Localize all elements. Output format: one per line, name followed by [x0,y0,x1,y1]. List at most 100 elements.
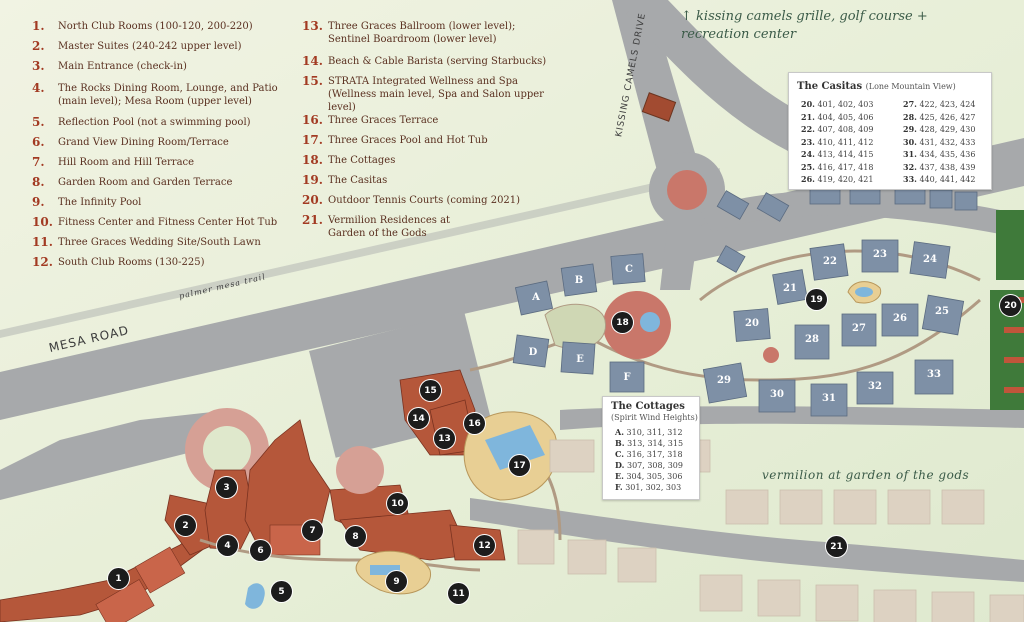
legend-item: 12.South Club Rooms (130-225) [32,256,302,269]
casita-rooms: 425, 426, 427 [919,112,976,122]
casita-row: 26. 419, 420, 421 [801,174,873,184]
legend-item: 2.Master Suites (240-242 upper level) [32,40,302,53]
casita-number: 26. [801,174,815,184]
casita-label-31: 31 [822,393,836,404]
casita-row: 31. 434, 435, 436 [903,149,975,159]
casita-label-26: 26 [893,313,907,324]
cottage-row: D. 307, 308, 309 [615,460,683,470]
legend-number: 5. [32,115,45,129]
casita-label-29: 29 [717,375,731,386]
legend-text: Three Graces Wedding Site/South Lawn [58,236,261,249]
palmer-trail [0,168,720,338]
casita-label-32: 32 [868,381,882,392]
legend-item: 15.STRATA Integrated Wellness and Spa(We… [302,75,572,114]
kissing-camels-drive [612,0,700,182]
legend-text-line: Three Graces Terrace [328,115,439,126]
marker-14[interactable]: 14 [408,408,429,429]
casita-rooms: 440, 441, 442 [919,175,976,184]
cottage-letter: E. [615,471,624,481]
legend-text: Fitness Center and Fitness Center Hot Tu… [58,216,277,229]
marker-20[interactable]: 20 [1000,295,1021,316]
infinity-pool [370,565,400,575]
entrance-circle-inner [203,426,251,474]
legend-text: The Casitas [328,174,387,187]
casita-number: 30. [903,136,917,147]
west-parking [0,410,230,500]
casita-rooms: 404, 405, 406 [817,112,874,122]
legend-text-line: The Infinity Pool [58,197,142,208]
legend-text-line: Hill Room and Hill Terrace [58,157,195,168]
legend-text: The Infinity Pool [58,196,141,209]
legend-item: 10.Fitness Center and Fitness Center Hot… [32,216,302,229]
legend-text-line: Main Entrance (check-in) [58,61,187,72]
legend-number: 18. [302,153,323,167]
cottage-row: A. 310, 311, 312 [615,427,683,437]
legend-text-line: Grand View Dining Room/Terrace [58,137,229,148]
legend-text-line: (Wellness main level, Spa and Salon uppe… [328,89,544,113]
marker-12[interactable]: 12 [474,535,495,556]
legend-text: STRATA Integrated Wellness and Spa(Welln… [328,75,572,114]
cottage-letter: C. [615,449,625,459]
casitas-info-box: The Casitas (Lone Mountain View) 20. 401… [788,72,992,190]
legend-item: 13.Three Graces Ballroom (lower level);S… [302,20,572,46]
cottage-rooms: 301, 302, 303 [625,483,682,492]
casita-rooms: 407, 408, 409 [817,125,874,134]
legend-number: 6. [32,135,45,149]
marker-7[interactable]: 7 [302,520,323,541]
legend-item: 18.The Cottages [302,154,572,167]
cottage-row: C. 316, 317, 318 [615,449,683,459]
marker-4[interactable]: 4 [217,535,238,556]
legend-text: Garden Room and Garden Terrace [58,176,232,189]
casita-rooms: 401, 402, 403 [817,100,874,109]
casita-label-30: 30 [770,389,784,400]
legend-text: Three Graces Pool and Hot Tub [328,134,488,147]
marker-6[interactable]: 6 [250,540,271,561]
legend-number: 11. [32,235,53,249]
marker-17[interactable]: 17 [509,455,530,476]
cottage-label-b: B [574,275,584,286]
cottage-rooms: 310, 311, 312 [626,428,683,437]
marker-21[interactable]: 21 [826,536,847,557]
casitas-buildings [702,185,978,417]
marker-19[interactable]: 19 [806,289,827,310]
casita-row: 32. 437, 438, 439 [903,162,975,172]
casita-number: 29. [903,124,917,134]
casita-rooms: 434, 435, 436 [919,150,976,159]
casita-row: 29. 428, 429, 430 [903,124,975,134]
casita-rooms: 422, 423, 424 [919,100,976,109]
north-note-line2: recreation center [681,27,797,42]
marker-5[interactable]: 5 [271,581,292,602]
casitas-pool [855,287,873,297]
cottage-buildings [512,253,646,393]
marker-9[interactable]: 9 [386,571,407,592]
legend-number: 7. [32,155,45,169]
cottage-rooms: 304, 305, 306 [626,472,683,481]
grille-building [641,92,677,122]
connector-road [660,220,700,290]
marker-8[interactable]: 8 [345,526,366,547]
marker-1[interactable]: 1 [108,568,129,589]
casita-rooms: 431, 432, 433 [919,137,976,147]
legend-item: 16.Three Graces Terrace [302,114,572,127]
marker-2[interactable]: 2 [175,515,196,536]
legend-item: 11. Three Graces Wedding Site/South Lawn [32,236,302,249]
marker-11[interactable]: 11 [448,583,469,604]
marker-15[interactable]: 15 [420,380,441,401]
marker-10[interactable]: 10 [387,493,408,514]
cottages-title: The Cottages [611,401,685,412]
legend-item: 20.Outdoor Tennis Courts (coming 2021) [302,194,572,207]
roundabout-center [667,170,707,210]
casita-label-23: 23 [873,249,887,260]
legend-text-line: (main level); Mesa Room (upper level) [58,96,252,107]
legend-number: 20. [302,193,323,207]
marker-16[interactable]: 16 [464,413,485,434]
three-graces-pool [485,425,545,470]
legend-text-line: Reflection Pool (not a swimming pool) [58,117,251,128]
marker-13[interactable]: 13 [434,428,455,449]
marker-3[interactable]: 3 [216,477,237,498]
marker-18[interactable]: 18 [612,312,633,333]
legend-item: 6. Grand View Dining Room/Terrace [32,136,302,149]
casita-rooms: 419, 420, 421 [817,175,874,184]
legend-text-line: Beach & Cable Barista (serving Starbucks… [328,56,547,67]
